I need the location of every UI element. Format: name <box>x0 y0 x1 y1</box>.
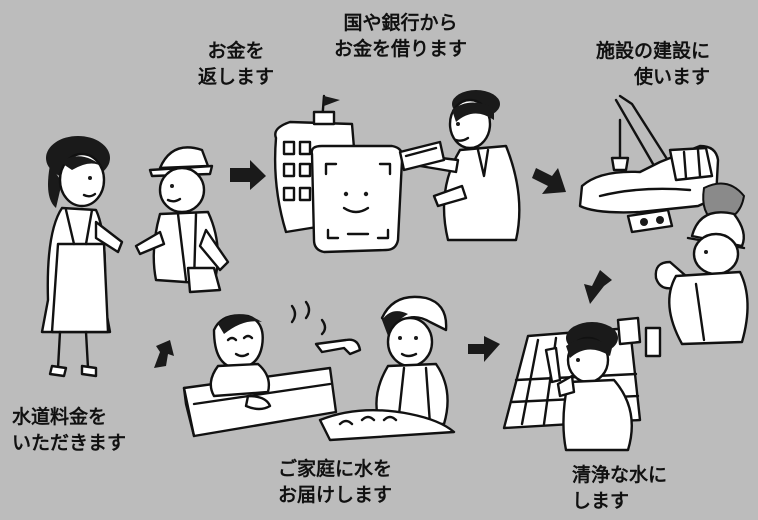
caption-purify-line1: 清浄な水に <box>572 464 668 486</box>
construction-worker-figure <box>654 211 749 346</box>
caption-borrow: 国や銀行から お金を借ります <box>334 10 467 62</box>
caption-construct-line2: 使います <box>634 66 711 88</box>
caption-collect-line2: いただきます <box>12 432 127 454</box>
caption-collect-line1: 水道料金を <box>12 406 108 428</box>
meter-reader-figure <box>134 146 230 294</box>
caption-collect: 水道料金を いただきます <box>12 404 126 456</box>
housewife-figure <box>318 295 456 442</box>
caption-repay-line1: お金を <box>207 40 265 62</box>
banker-figure <box>398 90 521 242</box>
caption-deliver-line2: お届けします <box>278 484 393 506</box>
arrow-to-buildings <box>230 160 266 190</box>
caption-borrow-line2: お金を借ります <box>334 38 468 60</box>
caption-repay-line2: 返します <box>198 66 275 88</box>
caption-repay: お金を 返します <box>198 38 274 90</box>
arrow-to-delivery <box>468 336 500 362</box>
plant-operator-figure <box>544 322 633 452</box>
arrow-to-purification <box>584 270 612 304</box>
caption-deliver: ご家庭に水を お届けします <box>278 456 392 508</box>
flow-arrows <box>154 160 612 368</box>
caption-borrow-line1: 国や銀行から <box>343 12 458 34</box>
construction-crane <box>578 94 746 234</box>
caption-construct-line1: 施設の建設に <box>596 40 711 62</box>
bathtub-scene <box>182 300 362 438</box>
arrow-to-collection <box>154 340 174 368</box>
caption-construct: 施設の建設に 使います <box>596 38 710 90</box>
caption-purify-line2: します <box>572 490 630 512</box>
arrow-to-construction <box>532 168 566 194</box>
bank-buildings <box>273 94 404 254</box>
caption-purify: 清浄な水に します <box>572 462 667 514</box>
woman-figure <box>40 136 124 378</box>
caption-deliver-line1: ご家庭に水を <box>278 458 393 480</box>
